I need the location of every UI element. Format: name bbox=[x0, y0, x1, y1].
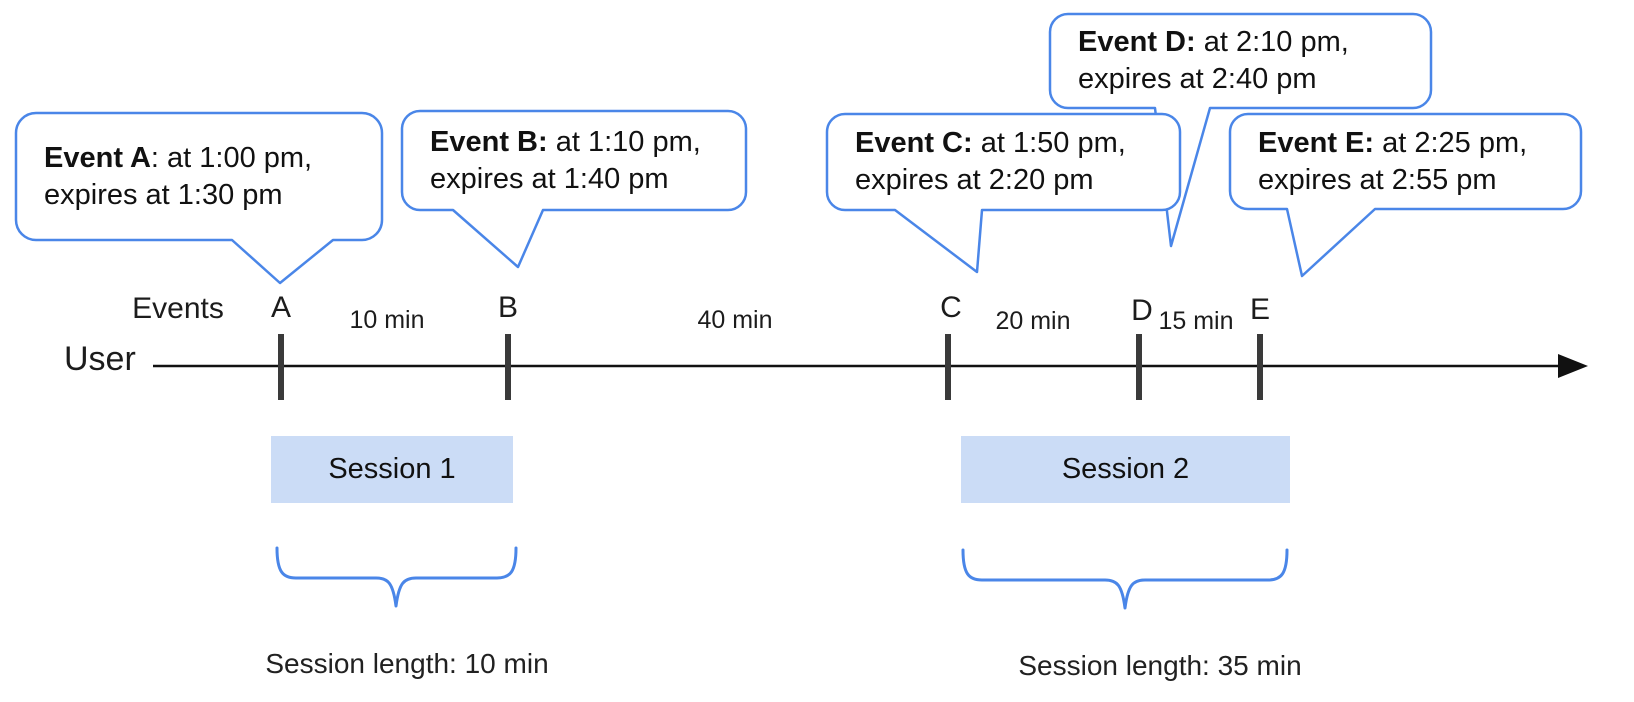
interval-a-b: 10 min bbox=[349, 306, 425, 334]
interval-b-c: 40 min bbox=[697, 306, 773, 334]
callout-line-2: expires at 2:55 pm bbox=[1258, 163, 1497, 196]
event-mark-e: E bbox=[1249, 293, 1271, 326]
callout-text-event-a: Event A: at 1:00 pm, expires at 1:30 pm bbox=[16, 113, 382, 240]
callout-line-2: expires at 2:20 pm bbox=[855, 164, 1094, 196]
interval-d-e: 15 min bbox=[1158, 307, 1234, 335]
callout-line-1: Event D: at 2:10 pm, bbox=[1078, 26, 1349, 58]
session-2-length-label: Session length: 35 min bbox=[1018, 650, 1302, 681]
user-lane-label: User bbox=[64, 340, 136, 378]
session-1-label: Session 1 bbox=[328, 453, 456, 485]
callout-line-2: expires at 2:40 pm bbox=[1078, 63, 1317, 95]
event-mark-c: C bbox=[940, 291, 962, 324]
brace-session-2 bbox=[961, 548, 1289, 610]
callout-line-1: Event A: at 1:00 pm, bbox=[44, 141, 313, 174]
event-mark-b: B bbox=[497, 291, 519, 324]
events-axis-label: Events bbox=[132, 292, 224, 325]
callout-text-event-b: Event B: at 1:10 pm, expires at 1:40 pm bbox=[402, 111, 746, 210]
session-1-length-label: Session length: 10 min bbox=[265, 648, 549, 679]
event-mark-a: A bbox=[270, 291, 292, 324]
callout-line-1: Event C: at 1:50 pm, bbox=[855, 127, 1126, 159]
session-2-bar: Session 2 bbox=[961, 436, 1290, 503]
timeline-arrowhead-icon bbox=[1558, 354, 1588, 378]
callout-line-2: expires at 1:40 pm bbox=[430, 162, 669, 195]
session-2-label: Session 2 bbox=[1061, 453, 1190, 485]
brace-session-1 bbox=[275, 546, 518, 608]
callout-line-1: Event E: at 2:25 pm, bbox=[1258, 126, 1528, 159]
callout-line-1: Event B: at 1:10 pm, bbox=[430, 125, 701, 158]
event-mark-d: D bbox=[1131, 294, 1153, 327]
callout-line-2: expires at 1:30 pm bbox=[44, 178, 283, 211]
callout-text-event-c: Event C: at 1:50 pm, expires at 2:20 pm bbox=[827, 114, 1180, 210]
session-1-bar: Session 1 bbox=[271, 436, 513, 503]
callout-text-event-d: Event D: at 2:10 pm, expires at 2:40 pm bbox=[1050, 14, 1431, 108]
callout-text-event-e: Event E: at 2:25 pm, expires at 2:55 pm bbox=[1230, 114, 1581, 209]
interval-c-d: 20 min bbox=[995, 307, 1071, 335]
